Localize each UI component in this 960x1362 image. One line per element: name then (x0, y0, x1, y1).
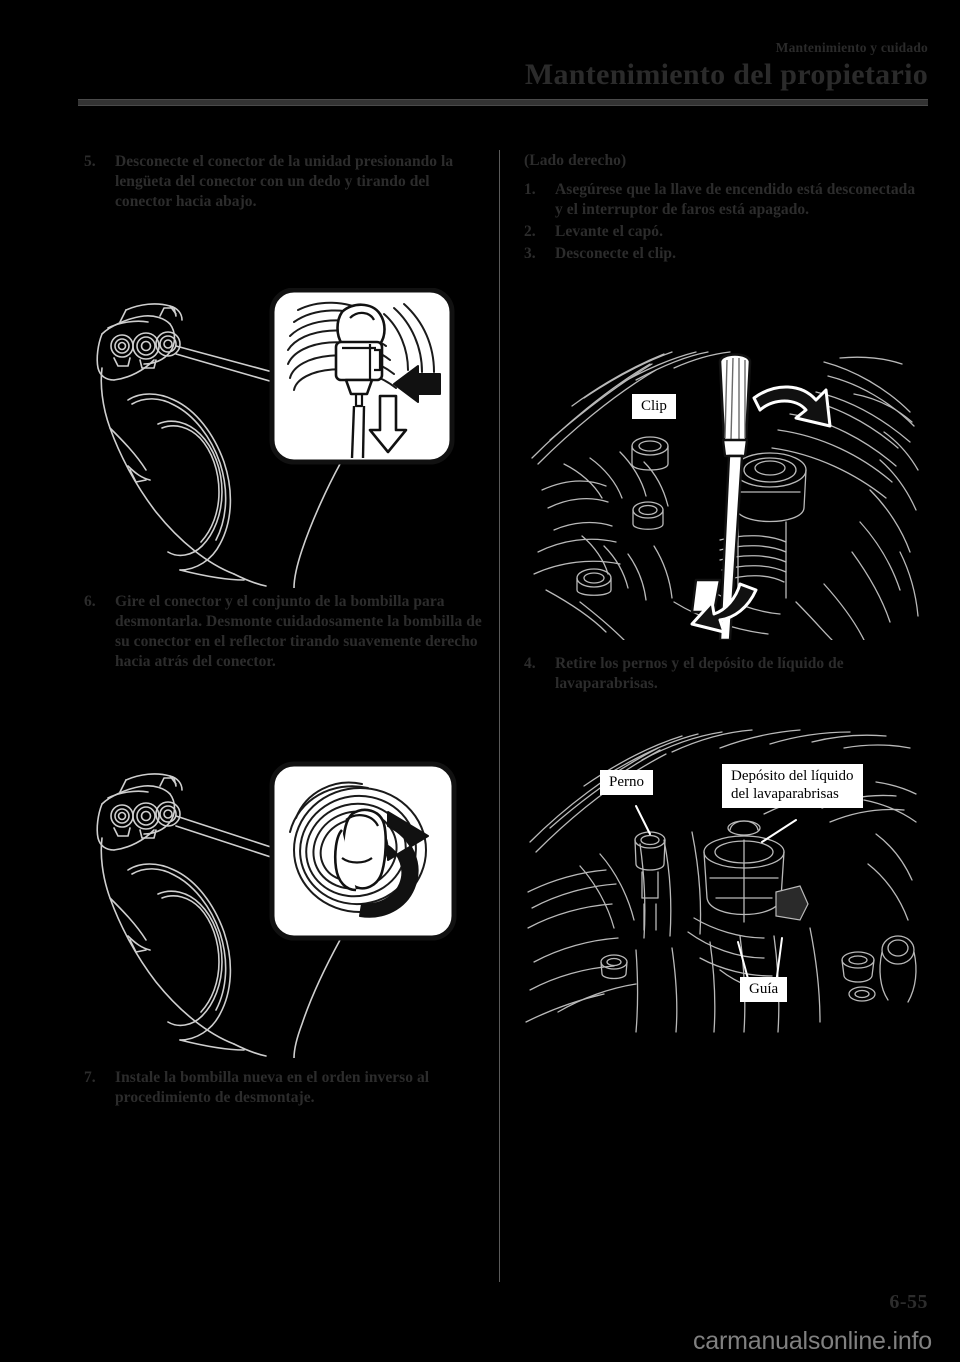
list-item: 6. Gire el conector y el conjunto de la b… (84, 592, 484, 673)
callout-clip: Clip (632, 394, 676, 420)
list-item: 7. Instale la bombilla nueva en el orden … (84, 1068, 484, 1108)
callout-guia: Guía (740, 977, 788, 1003)
left-column-step7: 7. Instale la bombilla nueva en el orden … (84, 1068, 484, 1110)
left-step-list: 5. Desconecte el conector de la unidad pr… (84, 152, 484, 212)
header-subtitle: Mantenimiento y cuidado (775, 40, 928, 55)
screwdriver-icon (690, 353, 752, 640)
step-text: Levante el capó. (555, 223, 663, 241)
pull-down-arrow-icon (368, 394, 408, 454)
list-item: 5. Desconecte el conector de la unidad pr… (84, 152, 484, 212)
step-text: Gire el conector y el conjunto de la bom… (115, 593, 482, 671)
step-number: 5. (84, 153, 96, 170)
pull-arrow-icon (690, 582, 758, 634)
column-divider (499, 150, 500, 1282)
engine-bay-clip-removal-diagram: Clip (524, 340, 924, 640)
step-number: 3. (524, 245, 536, 263)
header-rule (78, 99, 928, 106)
push-arrow-icon (752, 385, 832, 428)
left-column: 5. Desconecte el conector de la unidad pr… (84, 152, 484, 214)
left-column-step6: 6. Gire el conector y el conjunto de la b… (84, 592, 484, 675)
right-column-step4: 4. Retire los pernos y el depósito de líq… (524, 654, 924, 696)
press-arrow-icon (393, 365, 441, 403)
step-text: Asegúrese que la llave de encendido está… (555, 181, 916, 219)
step-number: 7. (84, 1069, 96, 1086)
page-title: Mantenimiento del propietario (524, 58, 928, 91)
right-column: (Lado derecho) 1. Asegúrese que la llave … (524, 152, 924, 267)
headlight-bulb-rotate-diagram (84, 758, 484, 1058)
left-step-list-3: 7. Instale la bombilla nueva en el orden … (84, 1068, 484, 1108)
step-number: 4. (524, 655, 536, 672)
right-step-list-bottom: 4. Retire los pernos y el depósito de líq… (524, 654, 924, 694)
list-item: 1. Asegúrese que la llave de encendido es… (524, 180, 924, 220)
washer-tank-removal-diagram: Perno Depósito del líquido del lavaparab… (524, 722, 924, 1042)
list-item: 2. Levante el capó. (524, 222, 924, 242)
step-text: Desconecte el conector de la unidad pres… (115, 153, 454, 211)
list-item: 3. Desconecte el clip. (524, 244, 924, 264)
callout-washer-tank: Depósito del líquido del lavaparabrisas (722, 764, 863, 808)
headlight-bulb-rotate-svg (96, 761, 457, 1058)
watermark: carmanualsonline.info (692, 1327, 932, 1355)
left-step-list-2: 6. Gire el conector y el conjunto de la b… (84, 592, 484, 673)
step-text: Instale la bombilla nueva en el orden in… (115, 1069, 430, 1107)
step-text: Desconecte el clip. (555, 245, 677, 263)
step-number: 2. (524, 223, 536, 241)
step-text: Retire los pernos y el depósito de líqui… (555, 655, 844, 693)
engine-bay-clip-removal-svg (531, 351, 919, 640)
page-number: 6-55 (889, 1291, 928, 1313)
right-step-list-top: 1. Asegúrese que la llave de encendido es… (524, 180, 924, 265)
list-item: 4. Retire los pernos y el depósito de líq… (524, 654, 924, 694)
headlight-connector-release-svg (96, 288, 455, 588)
rotate-arrow-icon (359, 811, 429, 918)
headlight-connector-release-diagram (84, 288, 484, 588)
callout-perno: Perno (600, 770, 653, 796)
shadow-wedge (775, 885, 809, 921)
right-column-subhead: (Lado derecho) (524, 152, 627, 169)
step-number: 6. (84, 593, 96, 610)
step-number: 1. (524, 181, 536, 198)
